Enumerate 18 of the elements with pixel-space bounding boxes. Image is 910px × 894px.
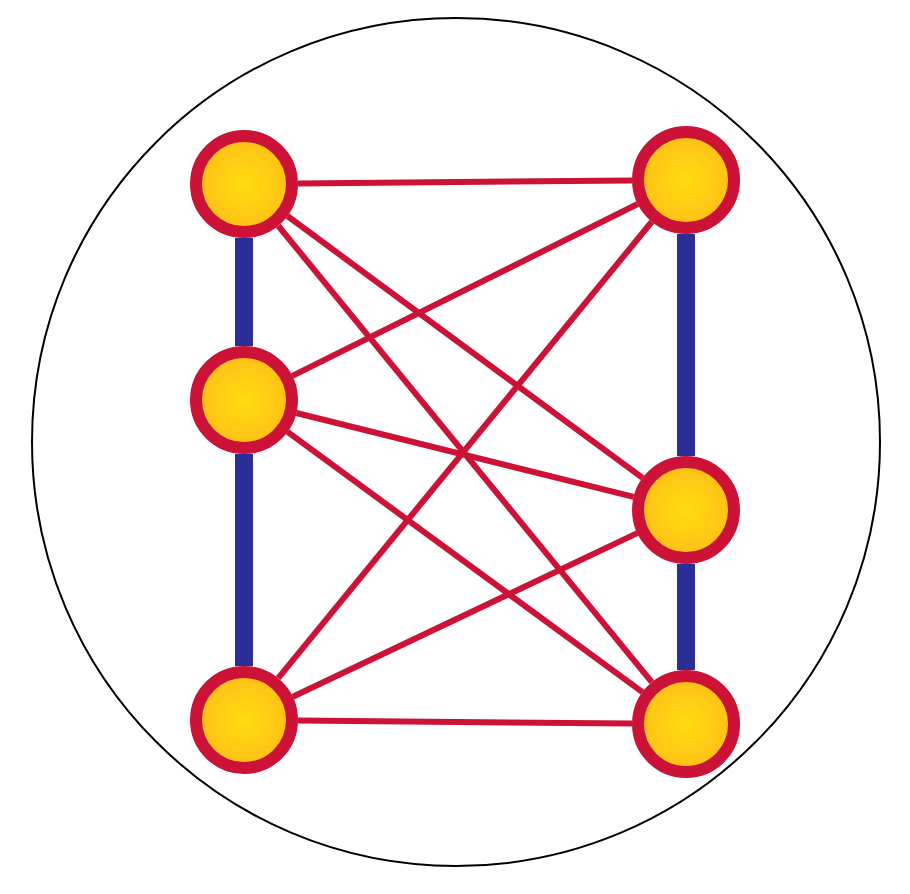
connecting-line: [291, 530, 639, 700]
bar: [235, 238, 253, 346]
connecting-line: [297, 717, 633, 727]
graph-vertex: [190, 666, 298, 774]
connecting-line: [295, 410, 635, 500]
connecting-line: [291, 201, 639, 379]
connecting-line: [285, 213, 645, 481]
graph-vertex: [632, 126, 740, 234]
graph-vertex: [632, 670, 740, 778]
bar: [235, 454, 253, 666]
bar: [677, 234, 695, 456]
connecting-line: [285, 429, 645, 695]
graph-vertex: [190, 346, 298, 454]
graph-vertex: [190, 130, 298, 238]
graph-vertex: [632, 456, 740, 564]
enclosing-circle: [31, 17, 881, 867]
bar: [677, 564, 695, 670]
connecting-line: [297, 177, 633, 187]
